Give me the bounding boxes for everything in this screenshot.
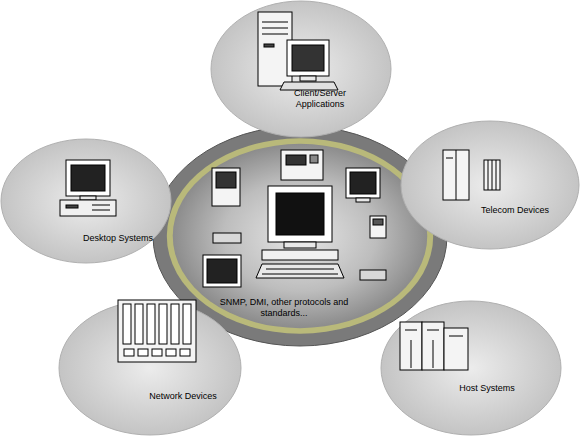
- ellipse-shape: [210, 0, 392, 138]
- node-label: SNMP, DMI, other protocols and standards…: [204, 297, 364, 319]
- node-label: Client/Server Applications: [284, 88, 356, 110]
- telecom-ellipse: Telecom Devices: [400, 120, 580, 250]
- ellipse-shape: [58, 300, 242, 436]
- node-label: Host Systems: [442, 383, 532, 394]
- telecom-icon: [443, 150, 500, 200]
- desktop-icon: [60, 160, 116, 216]
- node-label: Desktop Systems: [68, 233, 168, 244]
- node-label: Network Devices: [133, 391, 233, 402]
- ellipse-shape: [400, 120, 580, 250]
- host-ellipse: Host Systems: [380, 300, 562, 436]
- client-server-ellipse: Client/Server Applications: [210, 0, 392, 138]
- ellipse-shape: [380, 300, 562, 436]
- server-icon: [258, 12, 338, 90]
- ellipse-shape: [0, 138, 172, 264]
- network-rack-icon: [118, 300, 196, 362]
- host-icon: [400, 322, 468, 370]
- hub-devices: [203, 150, 386, 287]
- network-ellipse: Network Devices: [58, 300, 242, 436]
- node-label: Telecom Devices: [460, 205, 570, 216]
- desktop-ellipse: Desktop Systems: [0, 138, 172, 264]
